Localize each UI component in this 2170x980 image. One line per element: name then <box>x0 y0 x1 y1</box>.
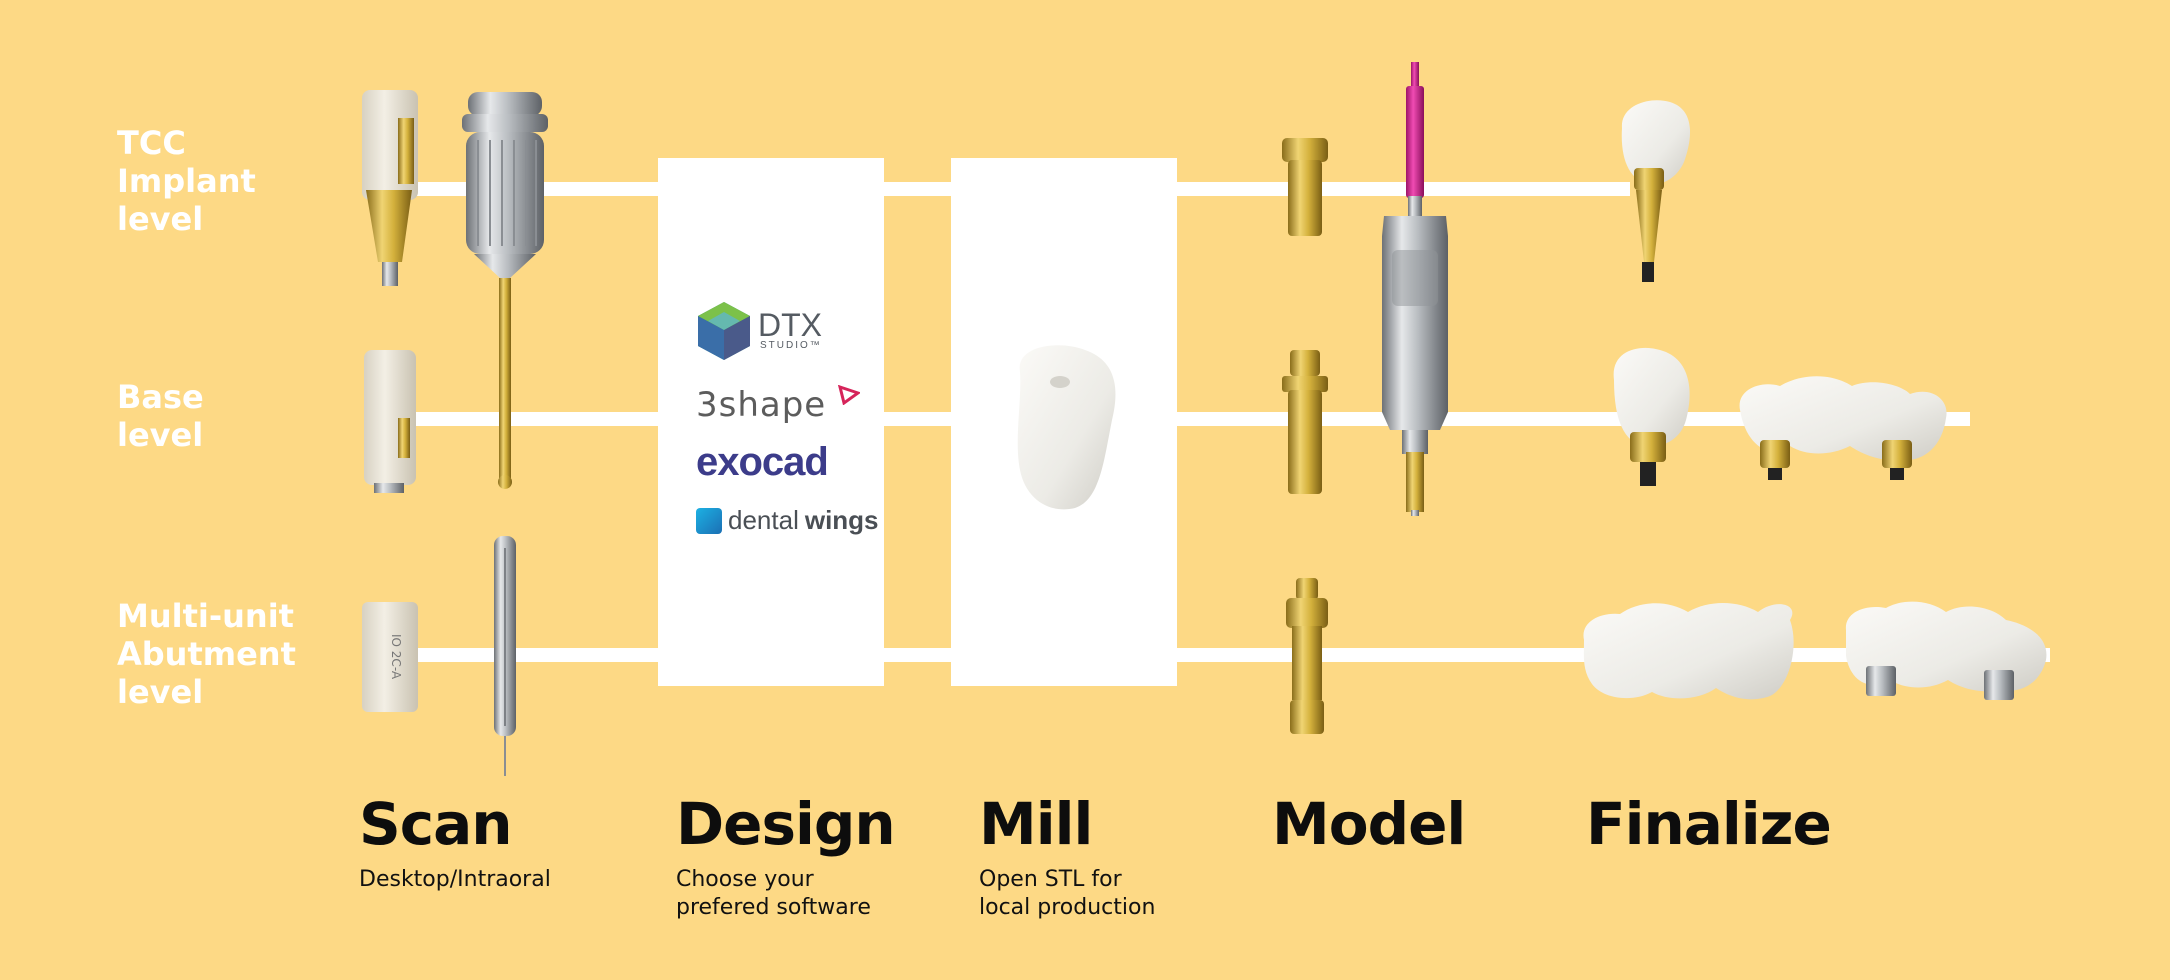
dtx-studio-logo: DTX STUDIO™ <box>696 300 822 362</box>
dental-wings-text-b: wings <box>804 505 879 535</box>
stage-subtitle-mill: Open STL for local production <box>979 867 1156 920</box>
scanbody-engraving: IO 2C-A <box>389 634 403 680</box>
dental-wings-text-a: dental <box>728 505 799 535</box>
stage-title-design: Design <box>676 790 896 858</box>
row-label-base-level: Base level <box>117 378 204 454</box>
row-label-tcc-implant-level: TCC Implant level <box>117 124 256 238</box>
final-bridge-multi-unit-icon <box>1583 603 1794 700</box>
3shape-logo: 3shape <box>696 384 862 425</box>
final-crown-tcc-icon <box>1621 100 1691 282</box>
stage-subtitle-design: Choose your prefered software <box>676 867 871 920</box>
final-bridge-base-icon <box>1739 376 1947 480</box>
screwdriver-icon <box>462 92 548 489</box>
stage-title-mill: Mill <box>979 790 1093 858</box>
exocad-logo: exocad <box>696 440 829 484</box>
dental-wings-logo: dental wings <box>696 505 879 536</box>
final-bridge-multi-unit-titanium-icon <box>1845 601 2047 700</box>
scanbody-base-icon <box>364 350 416 493</box>
final-crown-base-single-icon <box>1613 347 1690 486</box>
row-label-multi-unit-abutment-level: Multi-unit Abutment level <box>117 597 296 711</box>
3shape-triangle-icon <box>837 384 862 406</box>
model-analog-multi-unit-icon <box>1286 578 1328 734</box>
model-analog-base-icon <box>1282 350 1328 494</box>
model-tool-icon <box>1382 62 1448 516</box>
milled-crown-icon <box>1017 345 1116 510</box>
stage-title-scan: Scan <box>359 790 513 858</box>
stage-title-finalize: Finalize <box>1586 790 1832 858</box>
3shape-text: 3shape <box>696 385 827 425</box>
stage-subtitle-scan: Desktop/Intraoral <box>359 867 551 892</box>
model-analog-tcc-icon <box>1282 138 1328 236</box>
dtx-sub: STUDIO™ <box>760 340 822 351</box>
dtx-cube-icon <box>698 302 750 360</box>
scanbody-tcc-icon <box>362 90 418 286</box>
stage-title-model: Model <box>1272 790 1466 858</box>
design-panel <box>658 158 884 686</box>
scanbody-multi-unit-icon: IO 2C-A <box>362 602 418 712</box>
intraoral-scan-pin-icon <box>494 536 516 776</box>
dental-wings-mark-icon <box>696 507 722 534</box>
dtx-name: DTX <box>758 307 822 343</box>
